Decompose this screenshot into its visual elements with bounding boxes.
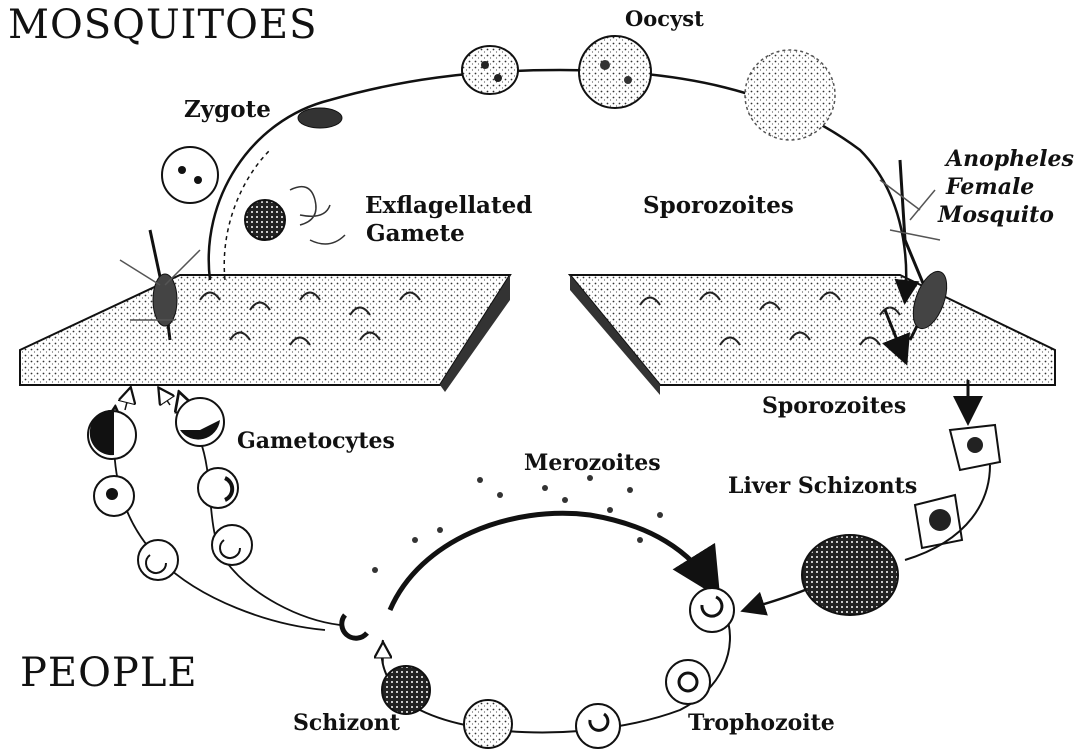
- merozoites-label: Merozoites: [524, 450, 661, 476]
- oocyst-cell: [579, 36, 651, 108]
- early-oocyst-cell: [462, 46, 518, 94]
- developing-gametocyte-1: [198, 468, 238, 508]
- flagella-icon: [290, 187, 345, 244]
- developing-gametocyte-2: [94, 476, 134, 516]
- oocyst-label: Oocyst: [625, 6, 704, 31]
- female-label: Female: [946, 174, 1034, 200]
- gametocyte-cell-1: [88, 410, 136, 459]
- liver-schizonts-label: Liver Schizonts: [728, 473, 917, 499]
- developing-gametocyte-4: [138, 540, 178, 580]
- gamete-cell: [245, 200, 285, 240]
- merozoite-release-cell: [342, 615, 367, 638]
- ingestion-arrows: [125, 390, 170, 410]
- schizont-cell-1: [464, 700, 512, 748]
- liver-schizont-cell: [802, 535, 898, 615]
- schizont-cell-2: [382, 666, 430, 714]
- trophozoite-label: Trophozoite: [688, 710, 835, 736]
- gametocytes-label: Gametocytes: [237, 428, 395, 454]
- skin-slab-left: [20, 275, 510, 392]
- developing-gametocyte-3: [212, 525, 252, 565]
- ookinete: [298, 108, 342, 128]
- people-title: PEOPLE: [20, 650, 198, 696]
- gametocyte-cell-2: [176, 398, 224, 446]
- mosquito-label: Mosquito: [938, 202, 1054, 228]
- skin-slab-right: [570, 275, 1055, 395]
- zygote-cell: [162, 147, 218, 203]
- trophozoite-cell-1: [666, 660, 710, 704]
- gamete-label: Gamete: [366, 220, 465, 247]
- liver-cell-2: [915, 495, 962, 548]
- schizont-label: Schizont: [293, 710, 400, 736]
- trophozoite-cell-2: [576, 704, 620, 748]
- anopheles-label: Anopheles: [946, 146, 1074, 172]
- sporozoites-human-label: Sporozoites: [762, 393, 906, 419]
- mosquitoes-title: MOSQUITOES: [8, 2, 318, 48]
- exflagellated-label: Exflagellated: [365, 192, 532, 219]
- zygote-label: Zygote: [184, 96, 271, 123]
- ruptured-oocyst: [745, 50, 835, 140]
- liver-cell-1: [950, 425, 1000, 470]
- ring-stage-cell: [690, 588, 734, 632]
- sporozoites-mosquito-label: Sporozoites: [643, 192, 794, 219]
